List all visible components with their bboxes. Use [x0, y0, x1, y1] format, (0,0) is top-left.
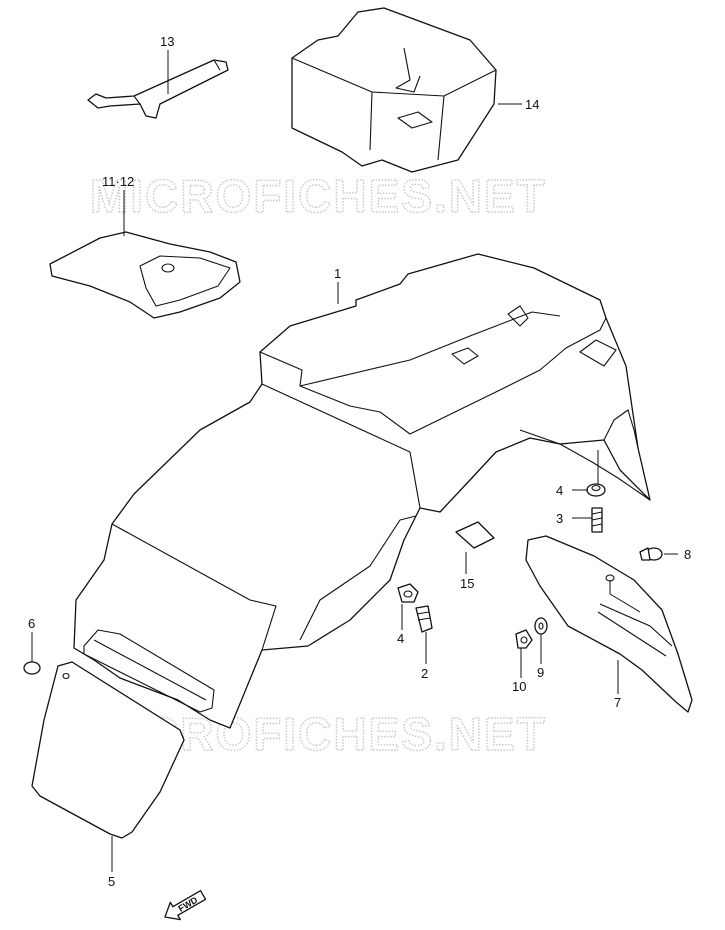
callout-6: 6 [28, 616, 35, 631]
callout-15: 15 [460, 576, 474, 591]
callout-13: 13 [160, 34, 174, 49]
callout-8: 8 [684, 547, 691, 562]
part-11-12-cover [49, 231, 241, 319]
callout-5: 5 [108, 874, 115, 889]
part-9-washer [534, 617, 548, 635]
part-4-nut-lower [397, 583, 419, 603]
part-13-tool [87, 59, 229, 119]
callout-11-12: 11·12 [102, 174, 134, 189]
part-7-side-cover [525, 535, 693, 713]
watermark-top: MICROFICHES.NET [90, 170, 547, 222]
callout-9: 9 [537, 665, 544, 680]
callout-10: 10 [512, 679, 526, 694]
callout-14: 14 [525, 97, 539, 112]
part-6-plug [23, 661, 41, 675]
callout-7: 7 [614, 695, 621, 710]
callout-2: 2 [421, 666, 428, 681]
callout-4-lower: 4 [397, 631, 404, 646]
part-3-bolt [591, 507, 603, 533]
part-15-clip [455, 521, 495, 549]
leader-lines [31, 50, 678, 872]
fwd-arrow-icon: FWD [164, 890, 207, 921]
part-8-screw [639, 547, 663, 561]
callout-4-upper: 4 [556, 483, 563, 498]
callout-3: 3 [556, 511, 563, 526]
part-4-nut-upper [586, 483, 606, 497]
part-2-bolt [415, 605, 433, 633]
part-1-rear-fender [73, 253, 651, 729]
callout-1: 1 [334, 266, 341, 281]
part-10-nut [515, 629, 533, 649]
part-5-mudflap [31, 661, 185, 839]
part-14-tray [291, 7, 497, 173]
